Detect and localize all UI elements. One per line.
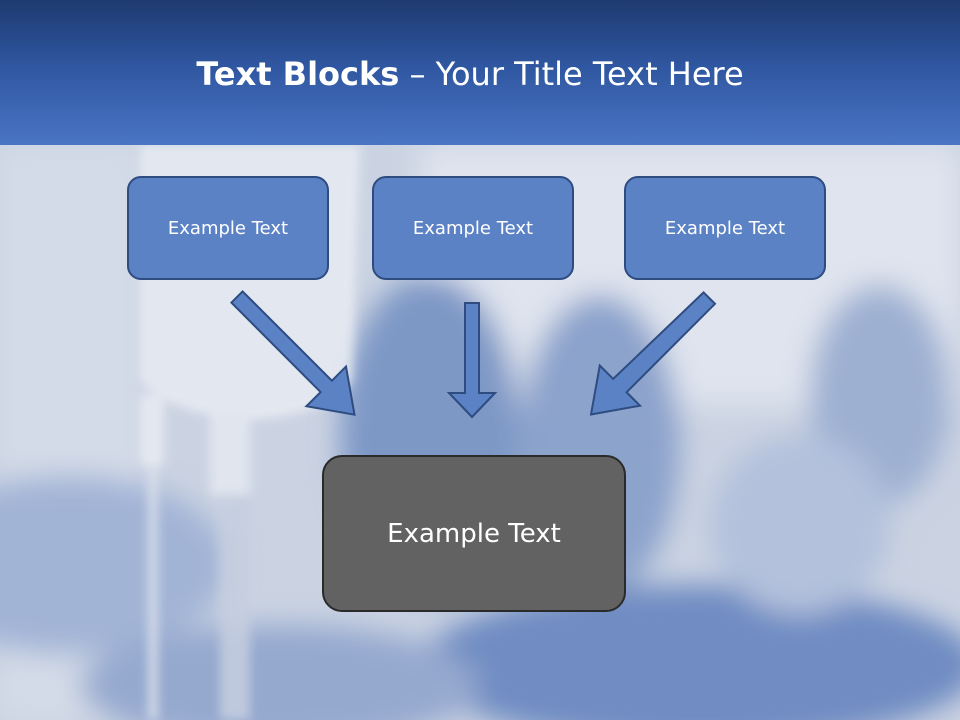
text-block-2[interactable]: Example Text (372, 176, 574, 280)
arrow-down-right-icon (229, 289, 356, 416)
title-rest-text: – Your Title Text Here (399, 55, 744, 93)
arrow-down-icon (446, 302, 498, 419)
title-bold-text: Text Blocks (196, 55, 400, 93)
text-block-3[interactable]: Example Text (624, 176, 826, 280)
title-bar: Text Blocks – Your Title Text Here (0, 0, 960, 145)
main-text-block[interactable]: Example Text (322, 455, 626, 612)
text-block-3-label: Example Text (664, 217, 786, 239)
main-text-block-label: Example Text (387, 518, 561, 549)
slide-title: Text Blocks – Your Title Text Here (0, 52, 940, 96)
arrow-down-left-icon (589, 291, 717, 416)
text-block-2-label: Example Text (412, 217, 534, 239)
text-block-1[interactable]: Example Text (127, 176, 329, 280)
text-block-1-label: Example Text (167, 217, 289, 239)
